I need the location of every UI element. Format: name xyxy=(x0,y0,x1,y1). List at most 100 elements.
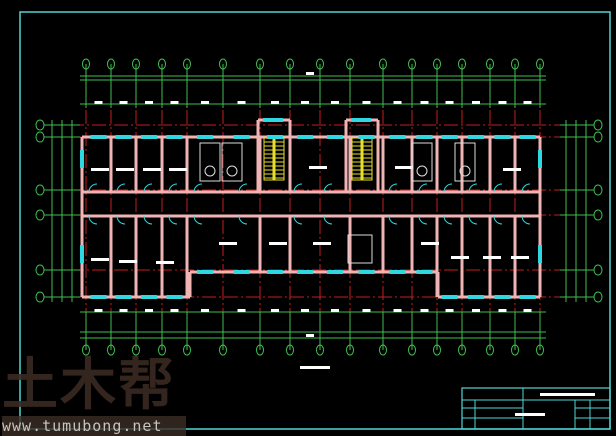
window xyxy=(141,295,157,299)
room-label xyxy=(91,168,109,171)
window xyxy=(115,295,132,299)
room-label xyxy=(169,168,187,171)
door-swing xyxy=(493,183,503,193)
axis-bubble xyxy=(593,184,603,196)
door-swing xyxy=(323,215,333,225)
dimension-text xyxy=(306,334,314,337)
dimension-text xyxy=(145,101,153,104)
door-swing xyxy=(193,215,203,225)
dimension-text xyxy=(301,101,309,104)
axis-bubble xyxy=(433,344,441,356)
window xyxy=(233,135,250,139)
window xyxy=(468,135,484,139)
window xyxy=(494,135,511,139)
room-label xyxy=(116,168,134,171)
door-swing xyxy=(293,183,303,193)
fixture xyxy=(416,165,428,177)
dimension-text xyxy=(170,101,179,104)
axis-bubble xyxy=(316,344,324,356)
axis-bubble xyxy=(593,119,603,131)
window xyxy=(90,135,107,139)
axis-bubble xyxy=(486,344,494,356)
door-swing xyxy=(468,183,478,193)
room-label xyxy=(483,256,501,259)
door-swing xyxy=(168,215,178,225)
axis-bubble xyxy=(346,344,354,356)
fixture xyxy=(459,165,471,177)
dimension-text xyxy=(237,309,246,312)
door-swing xyxy=(468,215,478,225)
watermark-url: www.tumubong.net xyxy=(2,416,186,436)
window xyxy=(233,270,250,274)
axis-bubble xyxy=(346,58,354,70)
room-label xyxy=(119,260,137,263)
dimension-text xyxy=(472,309,480,312)
room-label xyxy=(309,166,327,169)
door-swing xyxy=(143,183,153,193)
axis-bubble xyxy=(408,58,416,70)
window xyxy=(297,270,313,274)
window xyxy=(80,245,84,263)
axis-bubble xyxy=(35,291,45,303)
axis-bubble xyxy=(183,344,191,356)
dimension-text xyxy=(94,101,103,104)
window xyxy=(166,135,183,139)
dimension-text xyxy=(393,101,402,104)
axis-bubble xyxy=(433,58,441,70)
dimension-text xyxy=(523,309,532,312)
window xyxy=(389,135,406,139)
dimension-text xyxy=(498,101,507,104)
door-swing xyxy=(293,215,303,225)
axis-bubble xyxy=(35,119,45,131)
dimension-text xyxy=(119,309,128,312)
window xyxy=(80,150,84,168)
axis-bubble xyxy=(316,58,324,70)
window xyxy=(519,295,536,299)
axis-bubble xyxy=(511,344,519,356)
window xyxy=(197,270,213,274)
dimension-text xyxy=(170,309,179,312)
toilet-fixtures xyxy=(199,142,221,182)
axis-bubble xyxy=(219,344,227,356)
axis-bubble xyxy=(219,58,227,70)
drawing-caption xyxy=(300,366,330,369)
axis-bubble xyxy=(593,264,603,276)
window xyxy=(441,295,458,299)
axis-bubble xyxy=(536,344,544,356)
axis-bubble xyxy=(107,58,115,70)
axis-bubble xyxy=(458,58,466,70)
dimension-text xyxy=(145,309,153,312)
dimension-text xyxy=(420,309,429,312)
door-swing xyxy=(521,215,531,225)
fixture xyxy=(226,165,238,177)
window xyxy=(263,118,283,122)
axis-bubble xyxy=(158,344,166,356)
axis-bubble xyxy=(35,209,45,221)
axis-bubble xyxy=(82,58,90,70)
door-swing xyxy=(116,183,126,193)
dimension-text xyxy=(306,72,314,75)
door-swing xyxy=(116,215,126,225)
dimension-text xyxy=(472,101,480,104)
room-label xyxy=(451,256,469,259)
door-swing xyxy=(238,183,248,193)
axis-bubble xyxy=(82,344,90,356)
room-label xyxy=(143,168,161,171)
dimension-text xyxy=(498,309,507,312)
dimension-text xyxy=(237,101,246,104)
window xyxy=(115,135,132,139)
axis-bubble xyxy=(35,131,45,143)
dimension-text xyxy=(362,309,371,312)
axis-bubble xyxy=(132,58,140,70)
axis-bubble xyxy=(458,344,466,356)
axis-bubble xyxy=(286,344,294,356)
axis-bubble xyxy=(183,58,191,70)
door-swing xyxy=(418,183,428,193)
toilet-fixtures xyxy=(221,142,243,182)
window xyxy=(197,135,213,139)
dimension-text xyxy=(271,101,279,104)
door-swing xyxy=(418,215,428,225)
dimension-text xyxy=(331,309,339,312)
axis-bubble xyxy=(593,131,603,143)
toilet-fixtures xyxy=(411,142,433,182)
